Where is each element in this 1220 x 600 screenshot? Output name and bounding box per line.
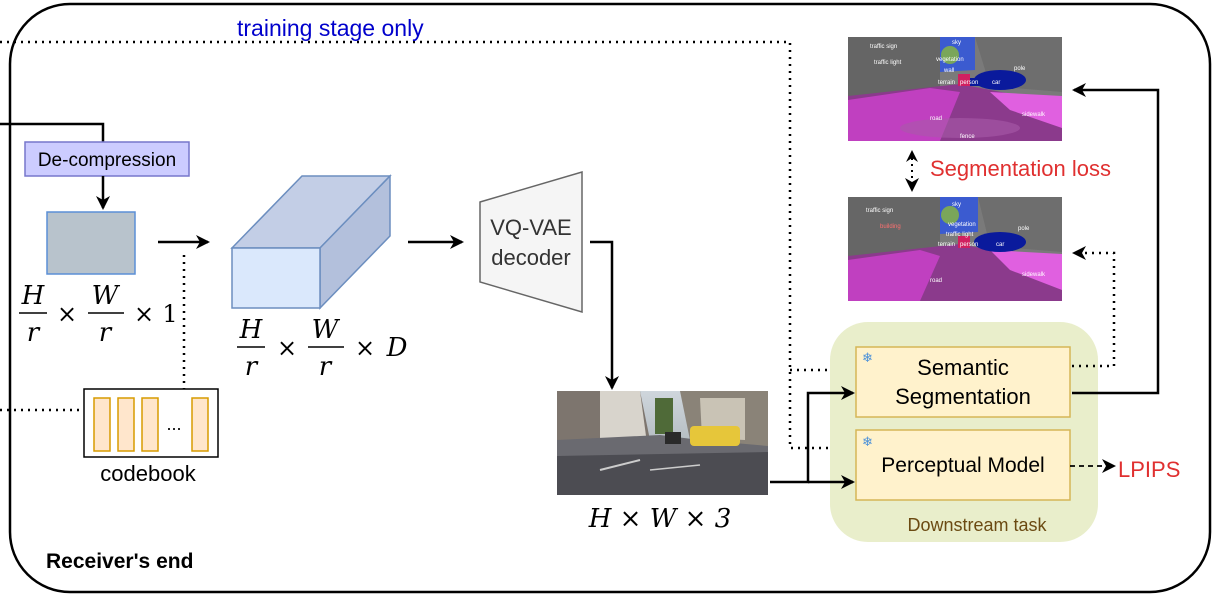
reconstructed-image (557, 391, 768, 495)
segmentation-loss-label: Segmentation loss (930, 156, 1111, 181)
semantic-to-groundtruth-dotted (1072, 246, 1116, 368)
segmentation-groundtruth-image (848, 197, 1062, 301)
svg-text:sidewalk: sidewalk (1022, 272, 1046, 278)
codebook-label: codebook (100, 461, 196, 486)
svg-text:H: H (21, 281, 46, 311)
downstream-task-label: Downstream task (907, 515, 1047, 535)
svg-text:car: car (992, 80, 1000, 86)
svg-text:traffic light: traffic light (946, 232, 974, 238)
svg-text:person: person (960, 242, 978, 248)
svg-text:traffic sign: traffic sign (866, 208, 893, 214)
svg-text:vegetation: vegetation (948, 222, 976, 228)
latent-shape-formula: H r × W r × 1 (19, 281, 178, 348)
feature-shape-formula: H r × W r × D (237, 315, 408, 382)
snowflake-icon: ❄ (862, 434, 873, 449)
receivers-end-label: Receiver's end (46, 550, 193, 573)
decompression-box (24, 141, 190, 177)
training-stage-label: training stage only (237, 15, 424, 41)
lpips-label: LPIPS (1118, 457, 1180, 482)
vqvae-label-line2: decoder (491, 245, 571, 270)
latent-index-map (46, 211, 136, 275)
svg-text:×: × (134, 300, 154, 328)
svg-text:terrain: terrain (938, 80, 955, 86)
image-shape-formula: H × W × 3 (588, 504, 732, 534)
svg-text:road: road (930, 278, 942, 284)
svg-text:r: r (27, 318, 41, 348)
segmentation-groundtruth-tags: traffic sign sky building vegetation tra… (866, 202, 1046, 284)
codebook-ellipsis: ... (166, 414, 181, 434)
svg-text:r: r (99, 318, 113, 348)
snowflake-icon: ❄ (862, 350, 873, 365)
svg-text:traffic sign: traffic sign (870, 44, 897, 50)
latent-feature-cube (230, 174, 392, 310)
svg-text:W: W (92, 281, 121, 311)
decompression-label: De-compression (38, 150, 176, 171)
svg-text:×: × (57, 300, 77, 328)
svg-text:sky: sky (952, 40, 961, 46)
svg-text:D: D (386, 333, 408, 363)
semantic-to-prediction-arrow (1072, 83, 1160, 395)
vqvae-decoder-shape (479, 170, 583, 314)
segmentation-prediction-tags: traffic sign sky traffic light vegetatio… (870, 40, 1046, 140)
svg-text:pole: pole (1014, 66, 1026, 72)
codebook-entry (141, 397, 159, 452)
svg-text:wall: wall (943, 68, 954, 74)
receivers-end-frame (8, 2, 1212, 594)
svg-text:person: person (960, 80, 978, 86)
svg-text:fence: fence (960, 134, 975, 140)
svg-text:vegetation: vegetation (936, 57, 964, 63)
svg-text:×: × (277, 334, 297, 362)
svg-text:road: road (930, 116, 942, 122)
input-solid-line (0, 122, 105, 142)
codebook-entry (117, 397, 135, 452)
svg-text:sidewalk: sidewalk (1022, 112, 1046, 118)
svg-text:building: building (880, 224, 901, 230)
svg-text:terrain: terrain (938, 242, 955, 248)
segmentation-prediction-image (848, 37, 1062, 141)
svg-text:×: × (355, 334, 375, 362)
perceptual-label: Perceptual Model (881, 454, 1044, 477)
decoder-to-image-arrow (590, 240, 619, 390)
perceptual-model-box (855, 429, 1071, 501)
svg-text:1: 1 (162, 300, 177, 328)
svg-text:sky: sky (952, 202, 961, 208)
svg-text:traffic light: traffic light (874, 60, 902, 66)
vqvae-label-line1: VQ-VAE (490, 215, 572, 240)
svg-text:r: r (319, 352, 333, 382)
svg-text:r: r (245, 352, 259, 382)
semantic-segmentation-box (855, 346, 1071, 418)
svg-text:H: H (239, 315, 264, 345)
codebook-entry (191, 397, 209, 452)
codebook-entry (93, 397, 111, 452)
svg-text:W: W (312, 315, 341, 345)
svg-text:pole: pole (1018, 226, 1030, 232)
svg-text:car: car (996, 242, 1004, 248)
semantic-label-line2: Segmentation (895, 384, 1031, 409)
semantic-label-line1: Semantic (917, 355, 1009, 380)
image-to-models-line (770, 386, 855, 484)
